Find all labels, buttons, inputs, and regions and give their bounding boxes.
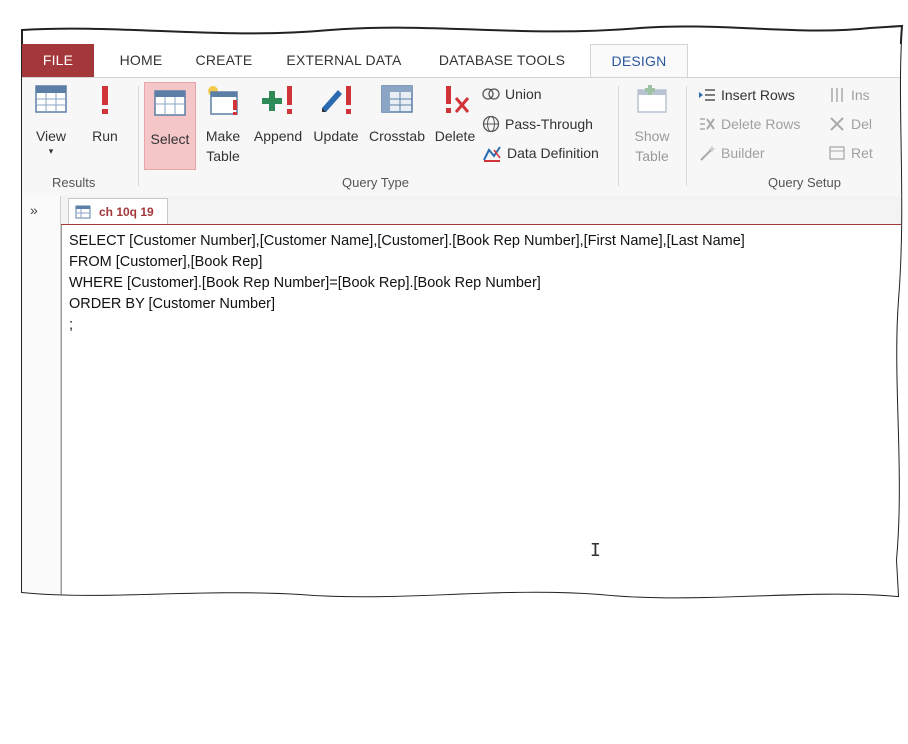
insert-columns-label: Ins	[851, 87, 870, 103]
show-table-button[interactable]: Show Table	[624, 84, 680, 174]
union-button[interactable]: Union	[482, 86, 542, 102]
show-table-label-line1: Show	[634, 128, 670, 144]
sql-line: ;	[69, 317, 74, 333]
tab-file[interactable]: FILE	[22, 44, 94, 77]
return-button[interactable]: Ret	[828, 144, 873, 162]
data-definition-button[interactable]: Data Definition	[482, 144, 599, 162]
document-tab-title: ch 10q 19	[99, 204, 154, 219]
document-tab-bar: ch 10q 19	[61, 196, 902, 225]
crosstab-label: Crosstab	[368, 128, 426, 144]
sql-editor[interactable]: SELECT [Customer Number],[Customer Name]…	[61, 225, 903, 605]
navigation-pane[interactable]: » n Pane	[22, 196, 61, 596]
view-label: View	[35, 128, 67, 144]
data-definition-label: Data Definition	[507, 145, 599, 161]
nav-pane-expand-icon[interactable]: »	[30, 202, 38, 218]
delete-button[interactable]: Delete	[432, 84, 478, 170]
update-label: Update	[313, 128, 359, 144]
show-table-label-line2: Table	[635, 148, 669, 164]
union-label: Union	[505, 86, 542, 102]
delete-query-icon	[438, 84, 472, 116]
ribbon-tab-bar: FILE HOME CREATE EXTERNAL DATA DATABASE …	[22, 44, 902, 77]
builder-button[interactable]: Builder	[698, 144, 765, 162]
tab-query-document[interactable]: ch 10q 19	[68, 198, 168, 224]
insert-columns-button[interactable]: Ins	[828, 86, 870, 104]
ribbon: View ▾ Run Results Select	[22, 77, 902, 197]
make-table-label-line1: Make	[205, 128, 241, 144]
tab-design[interactable]: DESIGN	[590, 44, 688, 78]
group-label-query-setup: Query Setup	[768, 175, 841, 190]
select-query-button[interactable]: Select	[144, 82, 196, 170]
append-plus-icon	[260, 84, 296, 116]
make-table-icon	[205, 84, 241, 116]
sql-line: SELECT [Customer Number],[Customer Name]…	[69, 233, 745, 249]
tab-home[interactable]: HOME	[119, 52, 163, 68]
make-table-button[interactable]: Make Table	[200, 84, 246, 174]
globe-icon	[482, 115, 500, 133]
select-query-icon	[153, 87, 187, 117]
group-separator	[686, 86, 687, 186]
builder-wand-icon	[698, 144, 716, 162]
group-label-query-type: Query Type	[342, 175, 409, 190]
delete-rows-icon	[698, 115, 716, 133]
delete-label: Delete	[434, 128, 476, 144]
view-button[interactable]: View ▾	[28, 84, 74, 170]
delete-rows-button[interactable]: Delete Rows	[698, 115, 800, 133]
run-label: Run	[92, 128, 118, 144]
tab-create[interactable]: CREATE	[195, 52, 253, 68]
append-button[interactable]: Append	[250, 84, 306, 170]
pass-through-button[interactable]: Pass-Through	[482, 115, 593, 133]
insert-columns-icon	[828, 86, 846, 104]
crosstab-button[interactable]: Crosstab	[366, 84, 428, 170]
insert-rows-label: Insert Rows	[721, 87, 795, 103]
group-separator	[618, 86, 619, 186]
delete-rows-label: Delete Rows	[721, 116, 801, 132]
run-button[interactable]: Run	[82, 84, 128, 170]
update-pencil-icon	[318, 84, 354, 116]
delete-columns-icon	[828, 115, 846, 133]
pass-through-label: Pass-Through	[505, 116, 593, 132]
insert-rows-icon	[698, 86, 716, 104]
return-icon	[828, 144, 846, 162]
app-window: FILE HOME CREATE EXTERNAL DATA DATABASE …	[0, 0, 908, 610]
text-cursor-icon: I	[590, 540, 601, 561]
chevron-down-icon[interactable]: ▾	[48, 146, 54, 156]
make-table-label-line2: Table	[206, 148, 240, 164]
exclamation-run-icon	[95, 84, 115, 116]
tab-external-data[interactable]: EXTERNAL DATA	[286, 52, 402, 68]
select-label: Select	[150, 131, 190, 147]
append-label: Append	[253, 128, 303, 144]
sql-line: WHERE [Customer].[Book Rep Number]=[Book…	[69, 275, 541, 291]
crosstab-icon	[380, 84, 414, 114]
sql-line: ORDER BY [Customer Number]	[69, 296, 276, 312]
sql-line: FROM [Customer],[Book Rep]	[69, 254, 263, 270]
datasheet-view-icon	[34, 84, 68, 114]
union-rings-icon	[482, 87, 500, 101]
update-button[interactable]: Update	[310, 84, 362, 170]
tab-database-tools[interactable]: DATABASE TOOLS	[438, 52, 566, 68]
group-label-results: Results	[52, 175, 96, 190]
group-separator	[138, 86, 139, 186]
show-table-icon	[634, 84, 670, 114]
return-label: Ret	[851, 145, 873, 161]
insert-rows-button[interactable]: Insert Rows	[698, 86, 795, 104]
sql-text[interactable]: SELECT [Customer Number],[Customer Name]…	[69, 231, 745, 336]
delete-columns-button[interactable]: Del	[828, 115, 872, 133]
delete-columns-label: Del	[851, 116, 873, 132]
builder-label: Builder	[721, 145, 765, 161]
nav-pane-label: n Pane	[28, 698, 44, 744]
sql-query-icon	[75, 205, 91, 219]
data-definition-icon	[482, 144, 502, 162]
